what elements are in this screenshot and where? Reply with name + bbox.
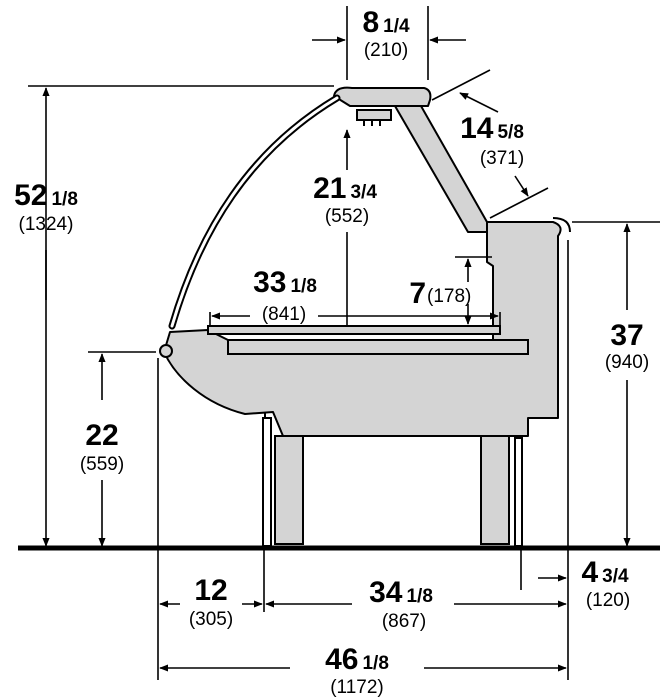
- svg-text:22: 22: [85, 419, 118, 452]
- case-body: [159, 217, 571, 437]
- dim-label-front-height: 22 (559): [80, 419, 124, 475]
- svg-text:(552): (552): [325, 206, 369, 227]
- svg-text:213/4: 213/4: [313, 172, 377, 205]
- svg-text:37: 37: [610, 319, 643, 352]
- svg-text:145/8: 145/8: [460, 112, 524, 145]
- svg-text:(120): (120): [586, 590, 630, 611]
- canopy-top: [333, 86, 432, 107]
- rear-lip: [552, 217, 571, 233]
- svg-text:331/8: 331/8: [253, 266, 317, 299]
- svg-text:521/8: 521/8: [14, 179, 78, 212]
- svg-text:81/4: 81/4: [362, 6, 410, 39]
- svg-text:43/4: 43/4: [581, 556, 629, 589]
- svg-text:(178): (178): [427, 286, 471, 307]
- curved-glass: [168, 94, 341, 330]
- dim-label-rear-height: 37 (940): [605, 319, 649, 373]
- svg-text:(940): (940): [605, 352, 649, 373]
- front-bumper: [159, 344, 173, 358]
- svg-text:(867): (867): [382, 611, 426, 632]
- dim-label-front-overhang: 12 (305): [189, 574, 233, 630]
- svg-text:(210): (210): [364, 40, 408, 61]
- case-shell: [163, 221, 562, 437]
- rear-leg-bracket: [514, 437, 523, 547]
- legs: [262, 417, 523, 547]
- svg-text:7: 7: [409, 277, 426, 310]
- svg-text:(841): (841): [262, 304, 306, 325]
- svg-text:(371): (371): [480, 148, 524, 169]
- svg-text:(305): (305): [189, 609, 233, 630]
- front-leg: [274, 435, 304, 545]
- svg-text:(1172): (1172): [330, 677, 384, 698]
- front-leg-bracket: [262, 417, 272, 547]
- canopy: [333, 86, 488, 233]
- svg-text:12: 12: [194, 574, 227, 607]
- rear-leg: [480, 435, 510, 545]
- deck-shelf: [227, 339, 529, 355]
- dimension-lines: [28, 6, 660, 680]
- canopy-light: [356, 109, 392, 121]
- deck-pan: [207, 325, 501, 335]
- svg-text:341/8: 341/8: [369, 576, 433, 609]
- svg-text:(1324): (1324): [19, 214, 74, 235]
- dim-label-rear-ledge: 7 (178): [409, 277, 471, 310]
- svg-text:(559): (559): [80, 454, 124, 475]
- svg-text:461/8: 461/8: [325, 643, 389, 676]
